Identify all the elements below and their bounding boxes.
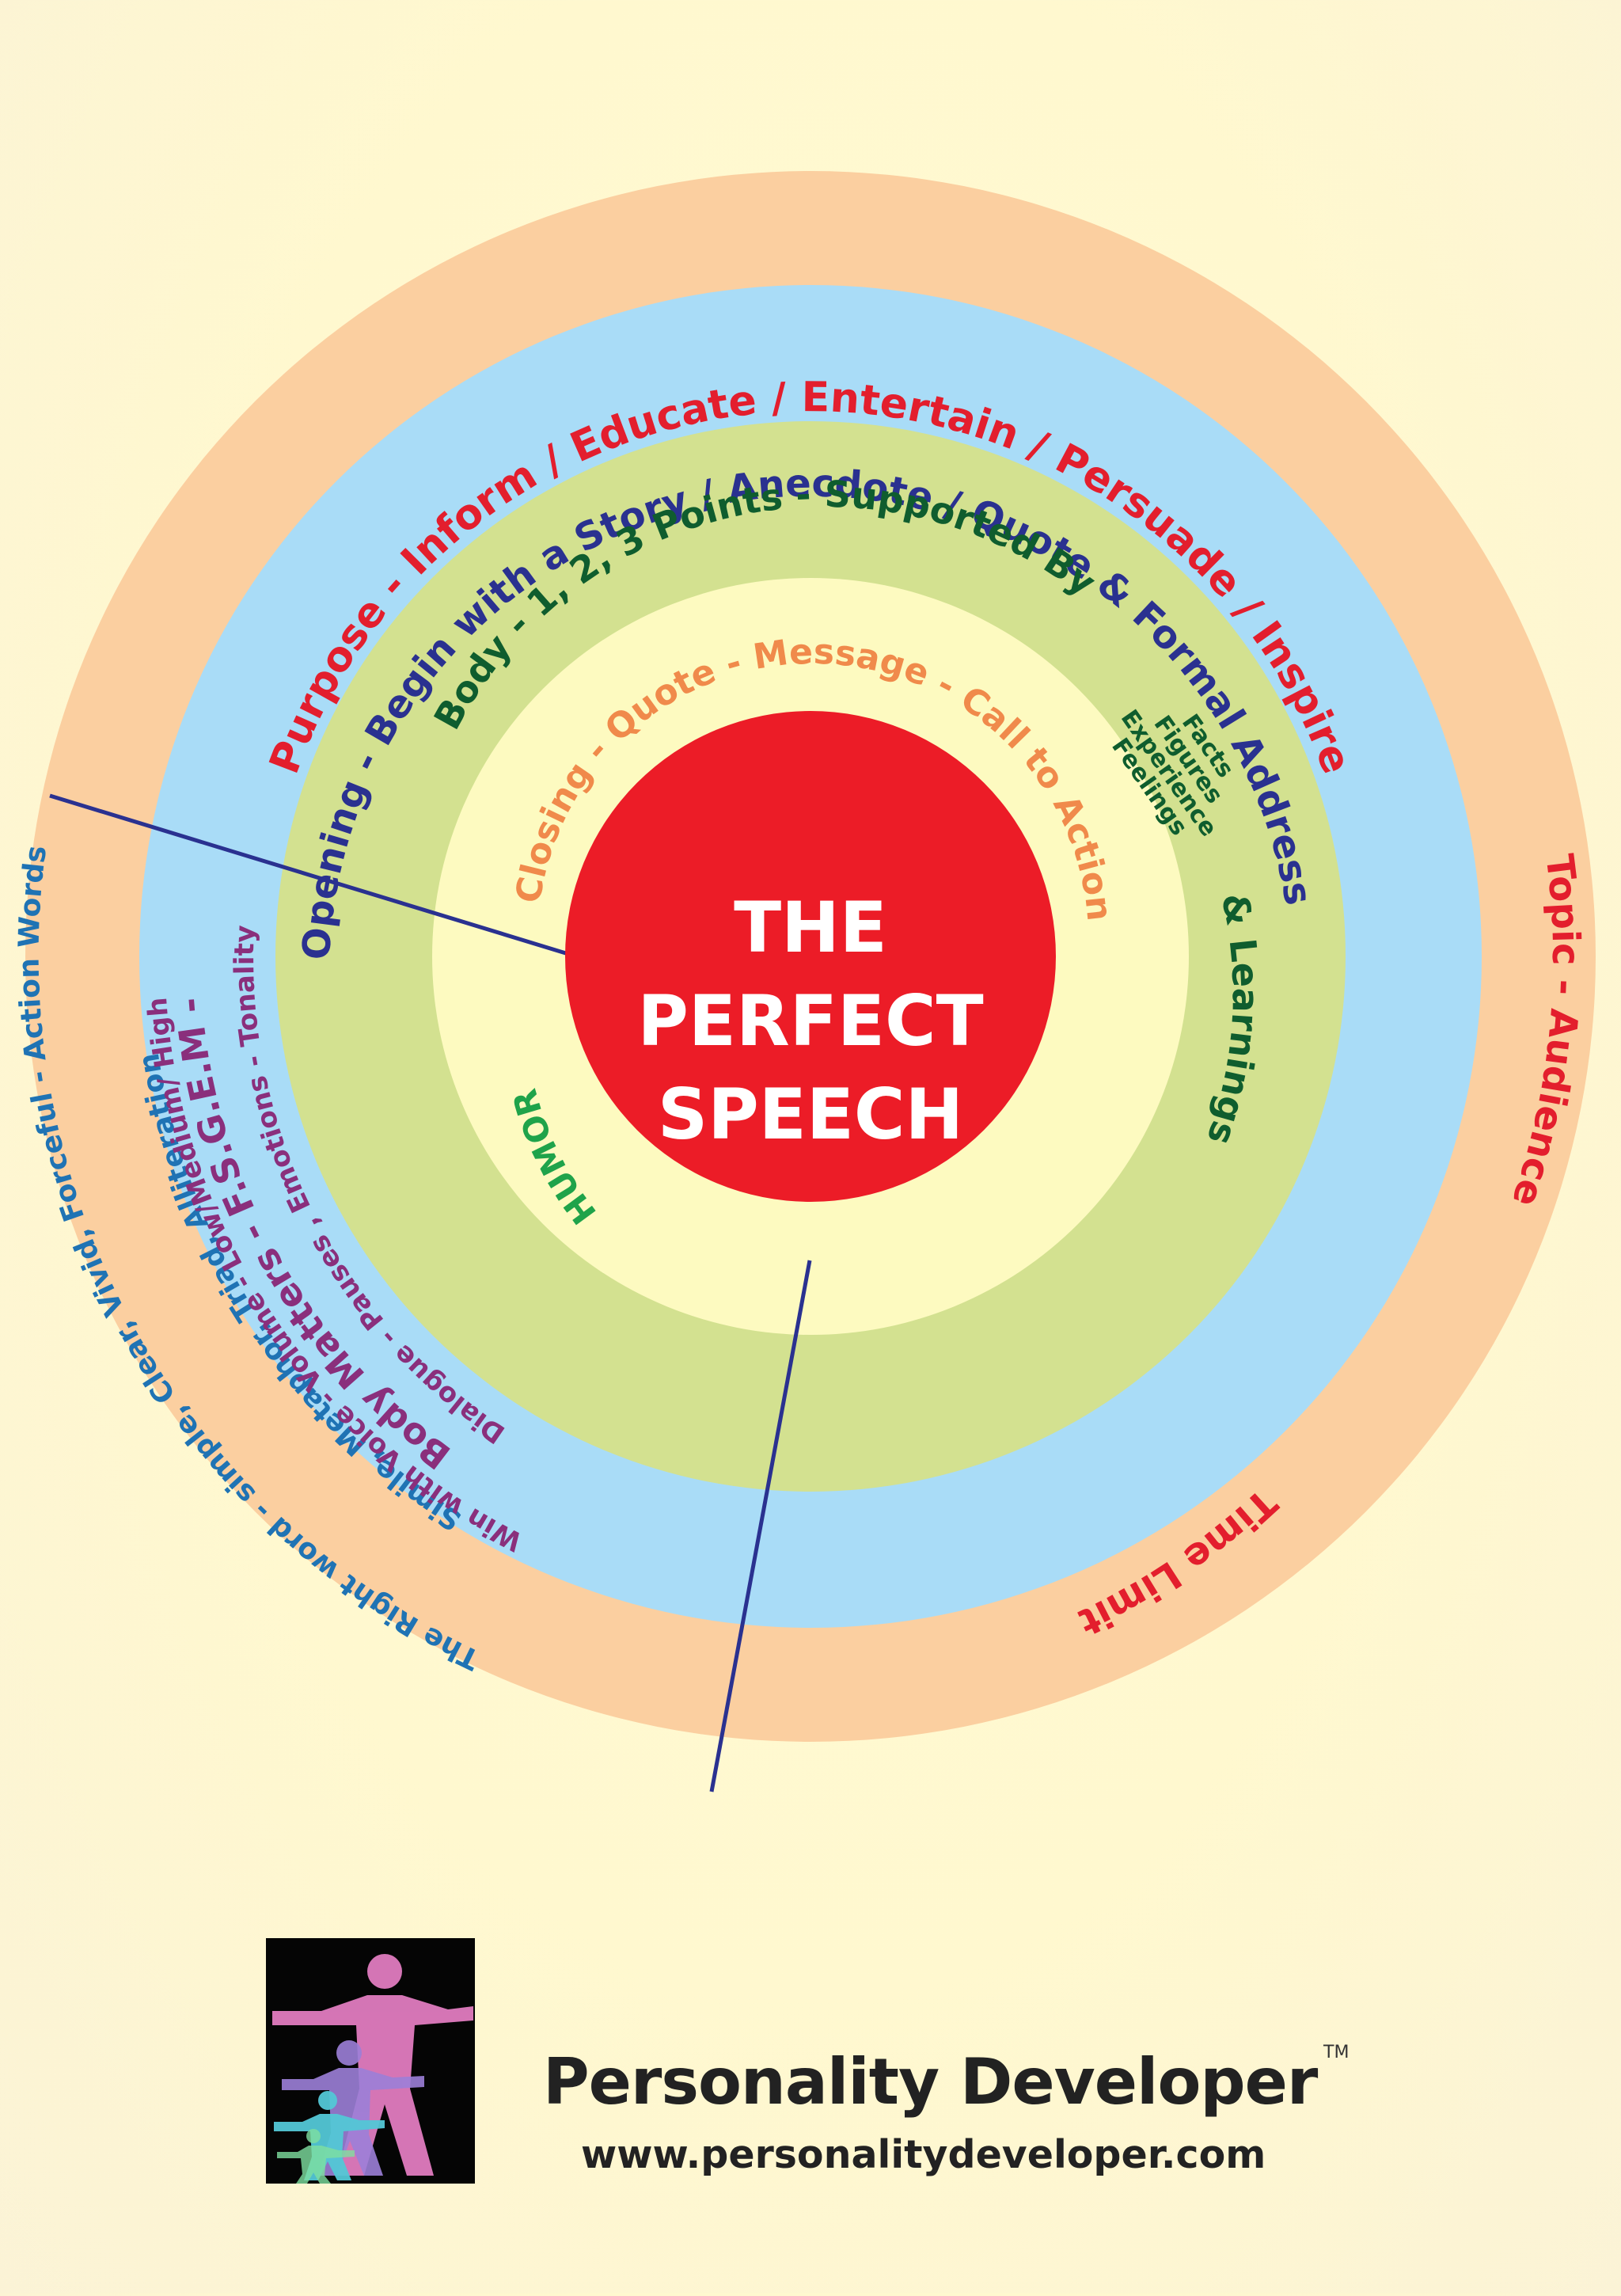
- center-circle: [565, 711, 1056, 1202]
- divider-line-left: [49, 793, 577, 959]
- center-title-line2: PERFECT: [637, 980, 983, 1062]
- logo: [266, 1938, 475, 2184]
- center-title-line1: THE: [734, 887, 887, 968]
- trademark-mark: TM: [1323, 2043, 1350, 2062]
- brand-footer: Personality Developer TM www.personality…: [266, 1938, 1374, 2191]
- center-title-line3: SPEECH: [658, 1074, 963, 1155]
- brand-name: Personality Developer: [543, 2045, 1318, 2119]
- brand-url[interactable]: www.personalitydeveloper.com: [581, 2132, 1266, 2177]
- logo-figures-icon: [272, 1954, 473, 2184]
- divider-line-bottom: [709, 1260, 812, 1792]
